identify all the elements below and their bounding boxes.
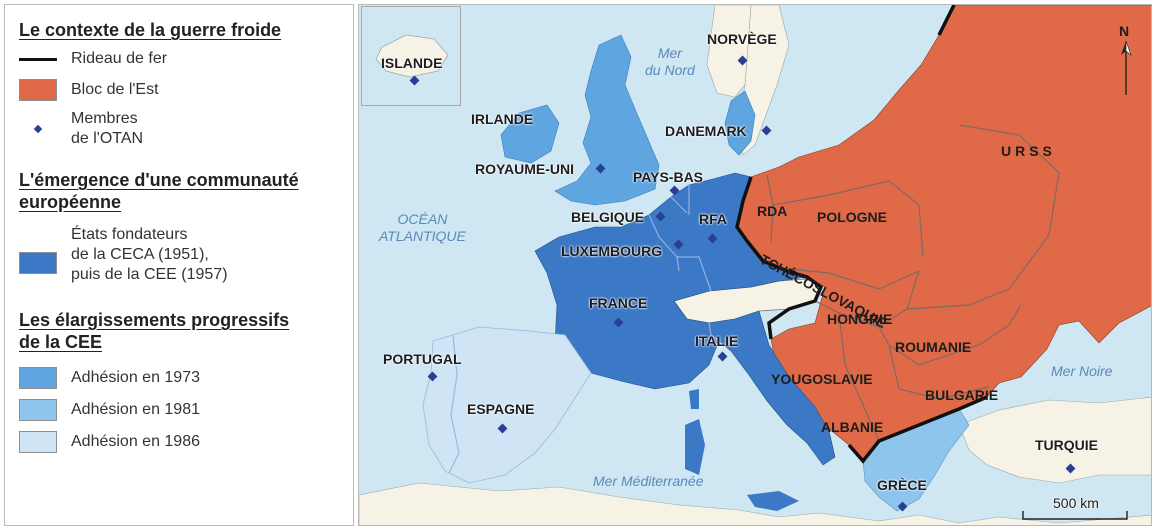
label-irlande: IRLANDE bbox=[471, 111, 534, 127]
founders-swatch bbox=[19, 252, 57, 274]
label-belgique: BELGIQUE bbox=[571, 209, 645, 225]
label-royaume-uni: ROYAUME-UNI bbox=[475, 161, 575, 177]
turkey-land bbox=[958, 396, 1151, 484]
label-danemark: DANEMARK bbox=[665, 123, 747, 139]
sea-label-mer-noire: Mer Noire bbox=[1051, 363, 1113, 379]
sicily-island bbox=[747, 491, 799, 511]
legend-nato-line1: Membres bbox=[71, 110, 138, 127]
label-france: FRANCE bbox=[589, 295, 648, 311]
label-grece: GRÈCE bbox=[877, 477, 927, 493]
portugal-border bbox=[448, 334, 460, 474]
north-label: N bbox=[1119, 23, 1130, 39]
iron-curtain-line bbox=[735, 5, 988, 464]
scale-label: 500 km bbox=[1053, 495, 1099, 511]
legend-nato: Membres de l'OTAN bbox=[19, 109, 143, 149]
legend-join-1981: Adhésion en 1981 bbox=[19, 399, 200, 421]
legend-join-1973-label: Adhésion en 1973 bbox=[71, 369, 200, 386]
label-albanie: ALBANIE bbox=[821, 419, 884, 435]
iceland-shape bbox=[375, 34, 449, 78]
ireland-area bbox=[500, 104, 560, 164]
legend-community-title-line1: L'émergence d'une communauté bbox=[19, 170, 299, 190]
iceland-inset bbox=[361, 6, 461, 106]
north-arrow-icon bbox=[1121, 41, 1132, 95]
legend-enlargement-title-line2: de la CEE bbox=[19, 332, 103, 352]
iron-curtain-line-icon bbox=[19, 57, 57, 61]
legend-cold-war-title: Le contexte de la guerre froide bbox=[19, 20, 282, 40]
eastern-internal-borders bbox=[766, 124, 1060, 442]
legend-eastern-bloc-label: Bloc de l'Est bbox=[71, 81, 159, 98]
legend-founders-label: États fondateurs de la CECA (1951), puis… bbox=[71, 225, 228, 285]
nato-diamond-icon bbox=[19, 118, 57, 140]
scale-bar-icon bbox=[1022, 511, 1128, 520]
legend-nato-line2: de l'OTAN bbox=[71, 130, 144, 147]
label-luxembourg: LUXEMBOURG bbox=[561, 243, 663, 259]
join-1986-swatch bbox=[19, 431, 57, 453]
legend-join-1986-label: Adhésion en 1986 bbox=[71, 433, 200, 450]
label-rda: RDA bbox=[757, 203, 788, 219]
label-islande: ISLANDE bbox=[381, 55, 443, 71]
label-rfa: RFA bbox=[699, 211, 727, 227]
join-1981-swatch bbox=[19, 399, 57, 421]
label-yougoslavie: YOUGOSLAVIE bbox=[771, 371, 873, 387]
legend-enlargement-title-line1: Les élargissements progressifs bbox=[19, 310, 290, 330]
label-turquie: TURQUIE bbox=[1035, 437, 1098, 453]
map-shapes bbox=[359, 5, 1151, 525]
uk-area bbox=[554, 34, 660, 206]
sea-ocean-line1: OCÉAN bbox=[397, 211, 448, 227]
legend-iron-curtain-label: Rideau de fer bbox=[71, 50, 168, 67]
sea-mer-du-nord-line1: Mer bbox=[657, 45, 682, 61]
label-pays-bas: PAYS-BAS bbox=[633, 169, 704, 185]
eastern-bloc-area bbox=[736, 5, 1151, 462]
label-norvege: NORVÈGE bbox=[707, 31, 777, 47]
label-bulgarie: BULGARIE bbox=[925, 387, 999, 403]
denmark-area bbox=[724, 90, 756, 156]
legend-join-1973: Adhésion en 1973 bbox=[19, 367, 200, 389]
norway-area bbox=[706, 5, 752, 98]
legend-community-title: L'émergence d'une communauté européenne bbox=[19, 169, 299, 213]
legend-nato-label: Membres de l'OTAN bbox=[71, 109, 143, 149]
label-pologne: POLOGNE bbox=[817, 209, 888, 225]
label-espagne: ESPAGNE bbox=[467, 401, 535, 417]
africa-land bbox=[359, 482, 1151, 525]
label-italie: ITALIE bbox=[695, 333, 739, 349]
corsica-island bbox=[689, 389, 699, 409]
label-urss: URSS bbox=[1001, 143, 1056, 159]
founders-area bbox=[534, 172, 836, 466]
legend-iron-curtain: Rideau de fer bbox=[19, 49, 167, 69]
label-roumanie: ROUMANIE bbox=[895, 339, 972, 355]
legend-founders-line1: États fondateurs bbox=[71, 226, 188, 243]
label-portugal: PORTUGAL bbox=[383, 351, 462, 367]
legend-founders-line2: de la CECA (1951), bbox=[71, 246, 209, 263]
legend-enlargement-title: Les élargissements progressifs de la CEE bbox=[19, 309, 289, 353]
legend-join-1986: Adhésion en 1986 bbox=[19, 431, 200, 453]
legend-founders-line3: puis de la CEE (1957) bbox=[71, 266, 228, 283]
sea-mer-du-nord-line2: du Nord bbox=[645, 62, 695, 78]
europe-map: N 500 km Mer du Nord OCÉAN ATLANTIQUE Me… bbox=[358, 4, 1152, 526]
join-1973-swatch bbox=[19, 367, 57, 389]
legend-panel: Le contexte de la guerre froide Rideau d… bbox=[4, 4, 354, 526]
legend-join-1981-label: Adhésion en 1981 bbox=[71, 401, 200, 418]
label-hongrie: HONGRIE bbox=[827, 311, 893, 327]
legend-eastern-bloc: Bloc de l'Est bbox=[19, 79, 159, 101]
founders-internal-borders bbox=[648, 185, 720, 342]
sea-label-mediterranee: Mer Méditerranée bbox=[593, 473, 704, 489]
sea-label-mer-du-nord: Mer du Nord bbox=[645, 45, 695, 79]
sardinia-island bbox=[685, 419, 705, 475]
eastern-bloc-swatch bbox=[19, 79, 57, 101]
sea-ocean-line2: ATLANTIQUE bbox=[379, 228, 466, 244]
legend-community-title-line2: européenne bbox=[19, 192, 122, 212]
legend-founders: États fondateurs de la CECA (1951), puis… bbox=[19, 225, 228, 285]
sea-label-ocean-atlantique: OCÉAN ATLANTIQUE bbox=[379, 211, 466, 245]
iberia-area bbox=[422, 326, 592, 484]
